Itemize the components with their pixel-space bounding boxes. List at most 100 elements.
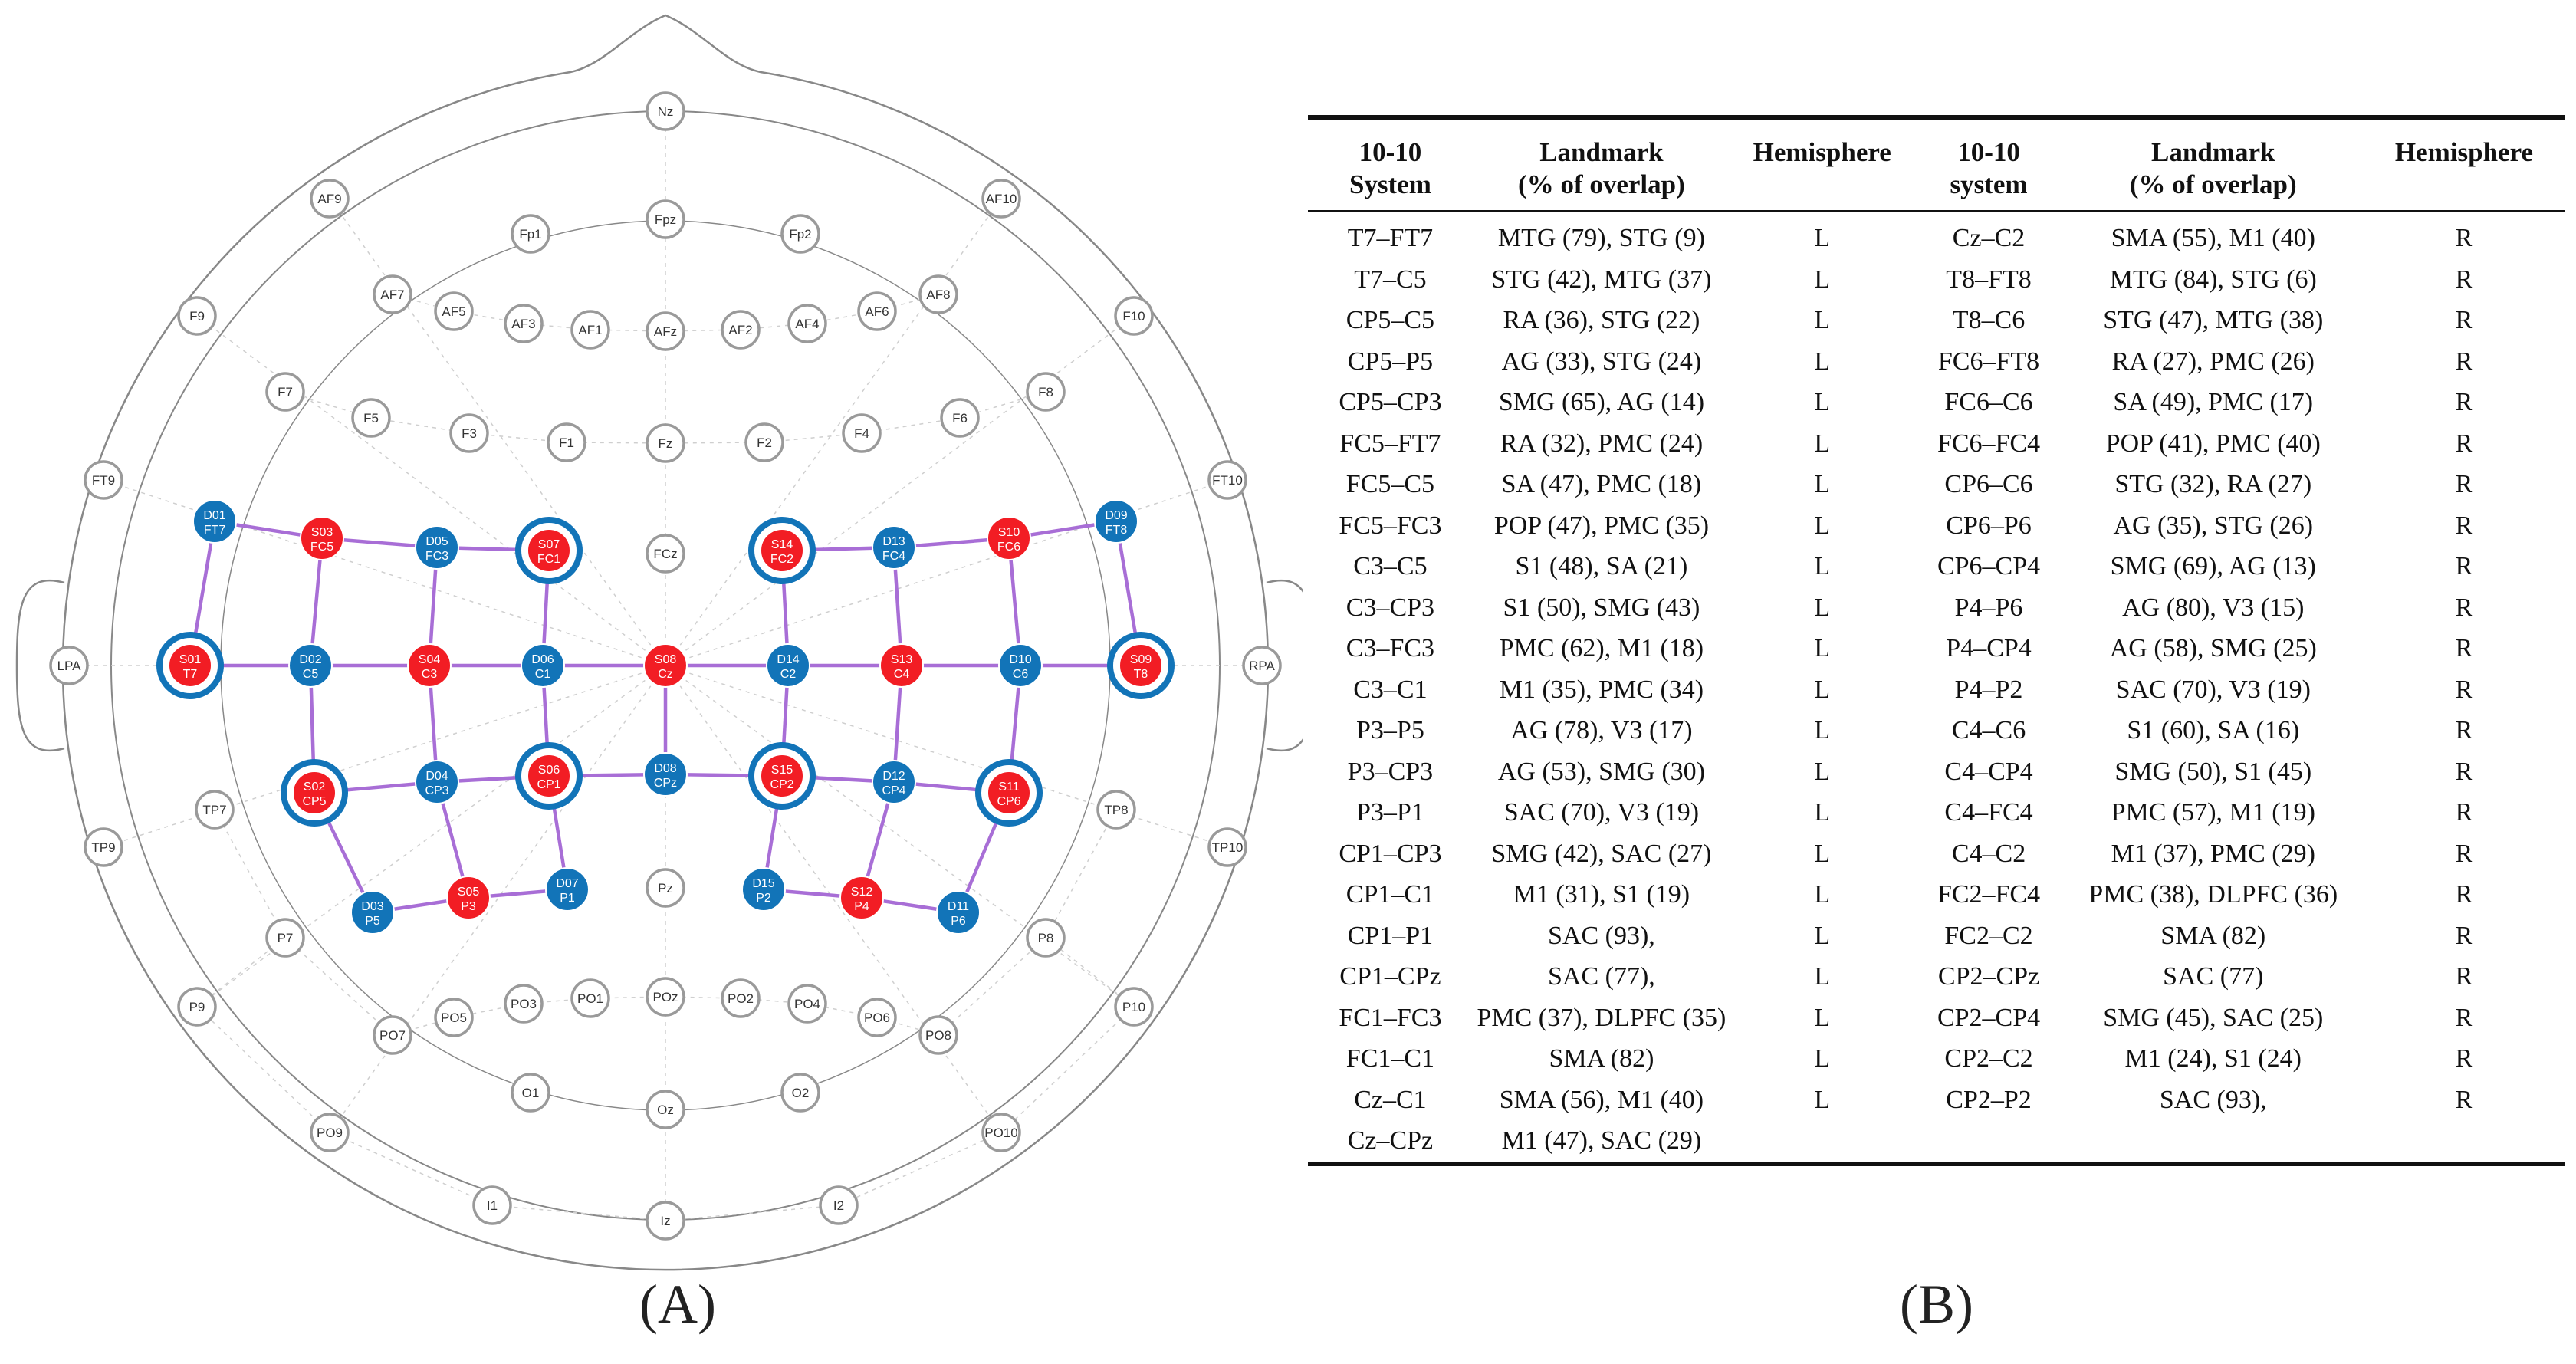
electrode-afz: AFz [646, 311, 685, 351]
table-cell: L [1814, 839, 1831, 868]
table-cell: M1 (47), SAC (29) [1501, 1126, 1702, 1155]
table-cell: L [1814, 429, 1831, 458]
table-cell: FC2–FC4 [1937, 880, 2041, 909]
table-bottom-rule [1308, 1161, 2565, 1166]
optode-id: S02 [304, 781, 326, 794]
optode-position: P1 [560, 892, 575, 905]
table-cell: FC1–FC3 [1339, 1003, 1442, 1032]
electrode-label: F2 [757, 435, 772, 450]
electrode-po6: PO6 [857, 998, 897, 1037]
electrode-af10: AF10 [981, 179, 1021, 219]
table-cell: CP6–P6 [1946, 511, 2032, 540]
electrode-af4: AF4 [787, 304, 827, 343]
electrode-fcz: FCz [646, 534, 685, 574]
table-top-rule [1308, 115, 2565, 120]
table-cell: R [2455, 306, 2473, 334]
optode-position: C3 [422, 668, 438, 681]
table-cell: R [2455, 839, 2473, 868]
electrode-label: Fpz [655, 212, 676, 227]
electrode-label: LPA [58, 659, 82, 673]
optode-position: FC4 [882, 550, 905, 563]
table-cell: SAC (77), [1548, 962, 1655, 991]
table-cell: R [2455, 962, 2473, 991]
table-cell: AG (80), V3 (15) [2122, 593, 2305, 622]
electrode-oz: Oz [646, 1090, 685, 1129]
optode-id: D12 [882, 770, 905, 783]
electrode-tp8: TP8 [1096, 790, 1136, 830]
table-cell: S1 (60), SA (16) [2127, 716, 2300, 744]
electrode-label: PO9 [317, 1126, 343, 1140]
electrode-rpa: RPA [1242, 646, 1282, 685]
table-cell: R [2455, 224, 2473, 252]
electrode-label: AFz [654, 324, 677, 339]
table-cell: FC6–C6 [1944, 388, 2033, 416]
table-cell [1730, 1120, 1914, 1162]
electrode-label: Fz [659, 436, 673, 451]
table-cell: R [2455, 470, 2473, 498]
electrode-label: AF3 [511, 317, 535, 331]
electrode-label: FT10 [1212, 473, 1243, 488]
table-cell [1914, 1120, 2063, 1162]
table-cell: POP (47), PMC (35) [1493, 511, 1710, 540]
table-cell [2363, 1120, 2565, 1162]
electrode-i2: I2 [819, 1185, 859, 1225]
electrode-ft9: FT9 [84, 460, 123, 500]
table-header-4: Landmark(% of overlap) [2064, 120, 2363, 210]
electrode-label: AF9 [317, 192, 341, 206]
optode-position: CP3 [425, 784, 449, 797]
table-cell: L [1814, 798, 1831, 827]
table-cell: C4–FC4 [1944, 798, 2033, 827]
electrode-label: PO8 [925, 1028, 951, 1043]
optode-position: FC6 [997, 541, 1020, 554]
table-header-text: Hemisphere [1753, 137, 1891, 167]
electrode-label: FT9 [92, 473, 115, 488]
table-cell: CP1–P1 [1347, 921, 1434, 950]
electrode-label: PO6 [864, 1011, 890, 1025]
electrode-label: Oz [657, 1103, 674, 1117]
table-header-text: Hemisphere [2394, 137, 2534, 167]
table-cell: STG (47), MTG (38) [2103, 306, 2324, 334]
optode-position: P4 [854, 900, 869, 913]
table-cell: R [2455, 429, 2473, 458]
electrode-label: P8 [1038, 931, 1054, 945]
table-cell: SMA (55), M1 (40) [2111, 224, 2315, 252]
table-header-1: Landmark(% of overlap) [1473, 120, 1730, 210]
electrode-f5: F5 [351, 398, 391, 438]
table-cell: CP2–CPz [1937, 962, 2040, 991]
table-cell: CP5–CP3 [1339, 388, 1442, 416]
table-cell: FC5–FC3 [1339, 511, 1442, 540]
electrode-label: PO7 [380, 1028, 406, 1043]
optode-id: S14 [771, 538, 794, 551]
electrode-label: PO3 [511, 997, 537, 1011]
table-cell: R [2455, 1044, 2473, 1073]
table-cell: M1 (35), PMC (34) [1499, 675, 1704, 704]
electrode-label: Nz [658, 104, 674, 119]
electrode-f7: F7 [265, 372, 305, 412]
electrode-label: AF5 [442, 304, 465, 319]
electrode-i1: I1 [472, 1185, 512, 1225]
electrode-af7: AF7 [373, 274, 412, 314]
optode-position: C4 [894, 668, 910, 681]
table-cell: Cz–C1 [1354, 1085, 1427, 1114]
table-cell: R [2455, 511, 2473, 540]
table-header-5: Hemisphere [2363, 120, 2565, 210]
electrode-f3: F3 [449, 413, 489, 453]
